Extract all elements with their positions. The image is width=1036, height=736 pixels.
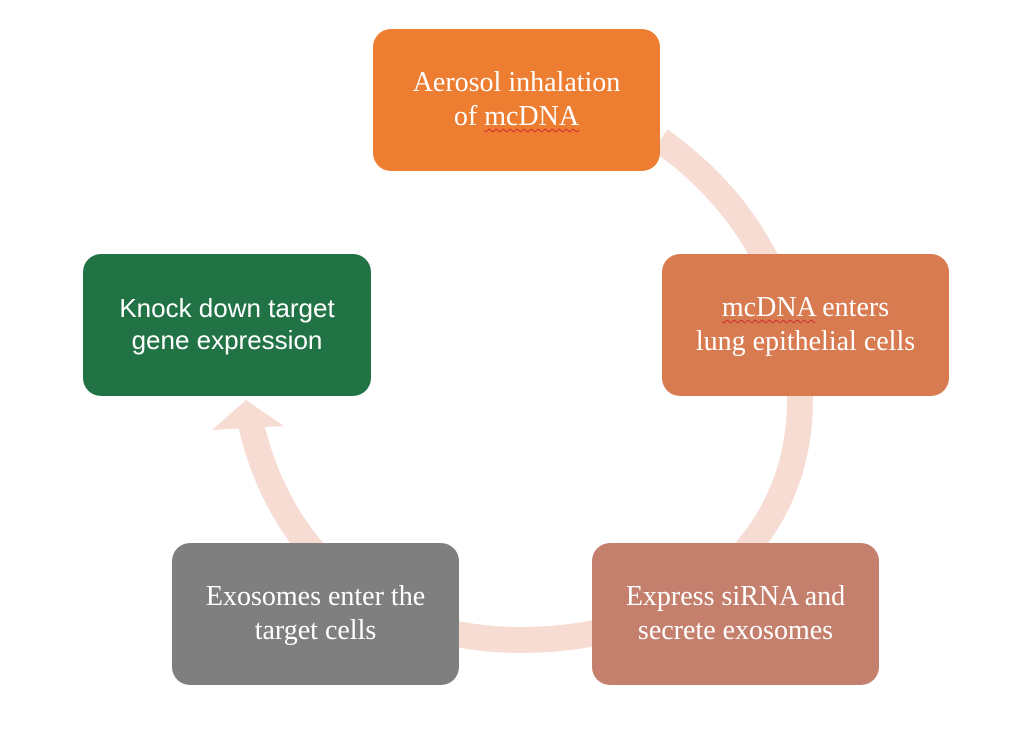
step-mcdna-line-1: mcDNA enters [721, 291, 890, 323]
step-aerosol-inhalation-box: Aerosol inhalation of mcDNA [373, 29, 660, 171]
step-express-sirna-box: Express siRNA and secrete exosomes [592, 543, 879, 685]
step-exosomes-enter-box: Exosomes enter the target cells [172, 543, 459, 685]
step-mcdna-line-2: lung epithelial cells [695, 326, 916, 357]
step-exosomes-line-1: Exosomes enter the [205, 580, 426, 612]
mcdna-term: mcDNA [721, 291, 816, 323]
cycle-arrowhead [212, 400, 284, 430]
step-knock-down-box: Knock down target gene expression [83, 254, 371, 396]
step-mcdna-enters-box: mcDNA enters lung epithelial cells [662, 254, 949, 396]
mcdna-term: mcDNA [484, 101, 580, 132]
step-knockdown-line-2: gene expression [131, 325, 323, 355]
step-exosomes-line-2: target cells [254, 615, 377, 646]
step-aerosol-line-1: Aerosol inhalation [412, 66, 621, 98]
step-aerosol-line-2: of mcDNA [453, 101, 580, 132]
step-express-line-1: Express siRNA and [625, 580, 846, 612]
step-express-line-2: secrete exosomes [637, 615, 834, 646]
step-knockdown-line-1: Knock down target [119, 293, 335, 324]
